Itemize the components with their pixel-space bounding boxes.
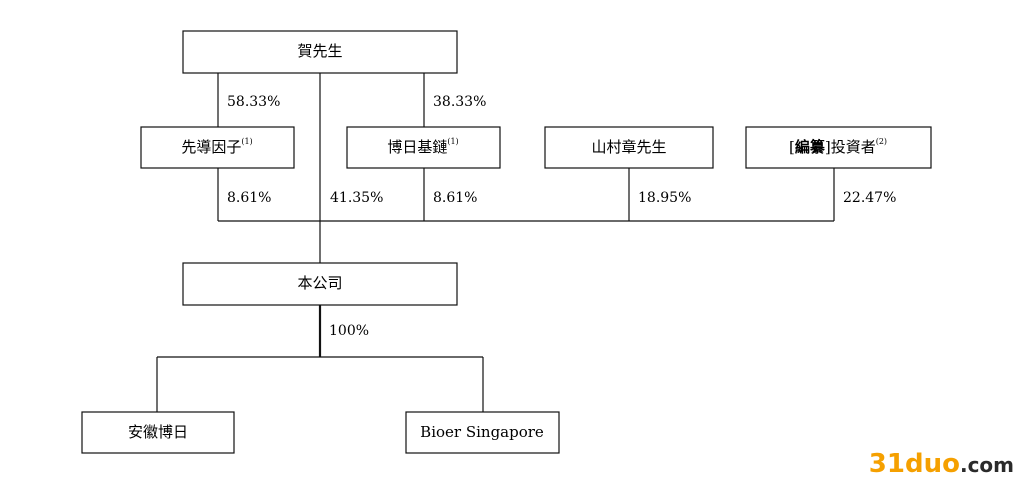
- node-scz-label: 山村章先生: [591, 138, 666, 156]
- node-ahbr-label: 安徽博日: [128, 423, 188, 441]
- connector-lines: [156, 73, 835, 412]
- watermark: 31duo.com: [869, 449, 1014, 479]
- box-brjj: [346, 126, 501, 169]
- boxes: [81, 30, 932, 454]
- edge-label-xdyz-company: 8.61%: [227, 190, 271, 206]
- node-brjj-label: 博日基鏈(1): [387, 137, 458, 156]
- node-xdyz-label: 先導因子(1): [181, 137, 252, 156]
- edge-label-investor-company: 22.47%: [843, 190, 896, 206]
- box-investor: [745, 126, 932, 169]
- node-bioer-sg-label: Bioer Singapore: [420, 423, 544, 441]
- box-bioer-sg: [405, 411, 560, 454]
- edge-label-company-subs: 100%: [329, 323, 369, 339]
- edge-label-he-xdyz: 58.33%: [227, 94, 280, 110]
- box-xdyz: [140, 126, 295, 169]
- edge-label-he-brjj: 38.33%: [433, 94, 486, 110]
- node-company-label: 本公司: [297, 274, 342, 292]
- edge-label-scz-company: 18.95%: [638, 190, 691, 206]
- box-ahbr: [81, 411, 235, 454]
- edge-label-he-company: 41.35%: [330, 190, 383, 206]
- box-he: [182, 30, 458, 74]
- node-investor-label: [編纂]投資者(2): [789, 137, 887, 156]
- node-he-label: 賀先生: [297, 42, 342, 60]
- edge-label-brjj-company: 8.61%: [433, 190, 477, 206]
- box-scz: [544, 126, 714, 169]
- box-company: [182, 262, 458, 306]
